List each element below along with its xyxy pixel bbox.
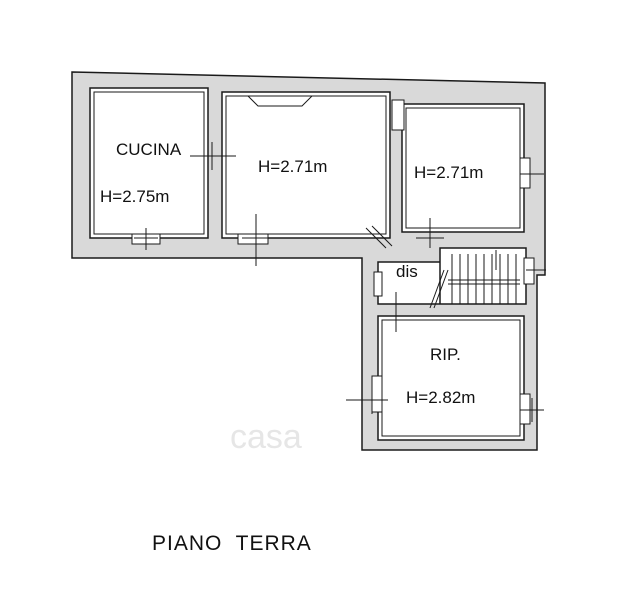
room-label-rip: RIP. bbox=[430, 345, 461, 364]
watermark: casa bbox=[230, 418, 302, 456]
room-label-dis: dis bbox=[396, 262, 418, 281]
staircase bbox=[429, 254, 520, 309]
measurement-ticks bbox=[134, 142, 546, 422]
room-height-rip: H=2.82m bbox=[406, 388, 475, 407]
room-height-room2: H=2.71m bbox=[258, 157, 327, 176]
outer-walls bbox=[71, 71, 546, 451]
room-height-room3: H=2.71m bbox=[414, 163, 483, 182]
plan-title: PIANO TERRA bbox=[152, 532, 312, 555]
room-label-cucina: CUCINA bbox=[116, 140, 182, 159]
room-height-cucina: H=2.75m bbox=[100, 187, 169, 206]
openings bbox=[131, 95, 535, 425]
